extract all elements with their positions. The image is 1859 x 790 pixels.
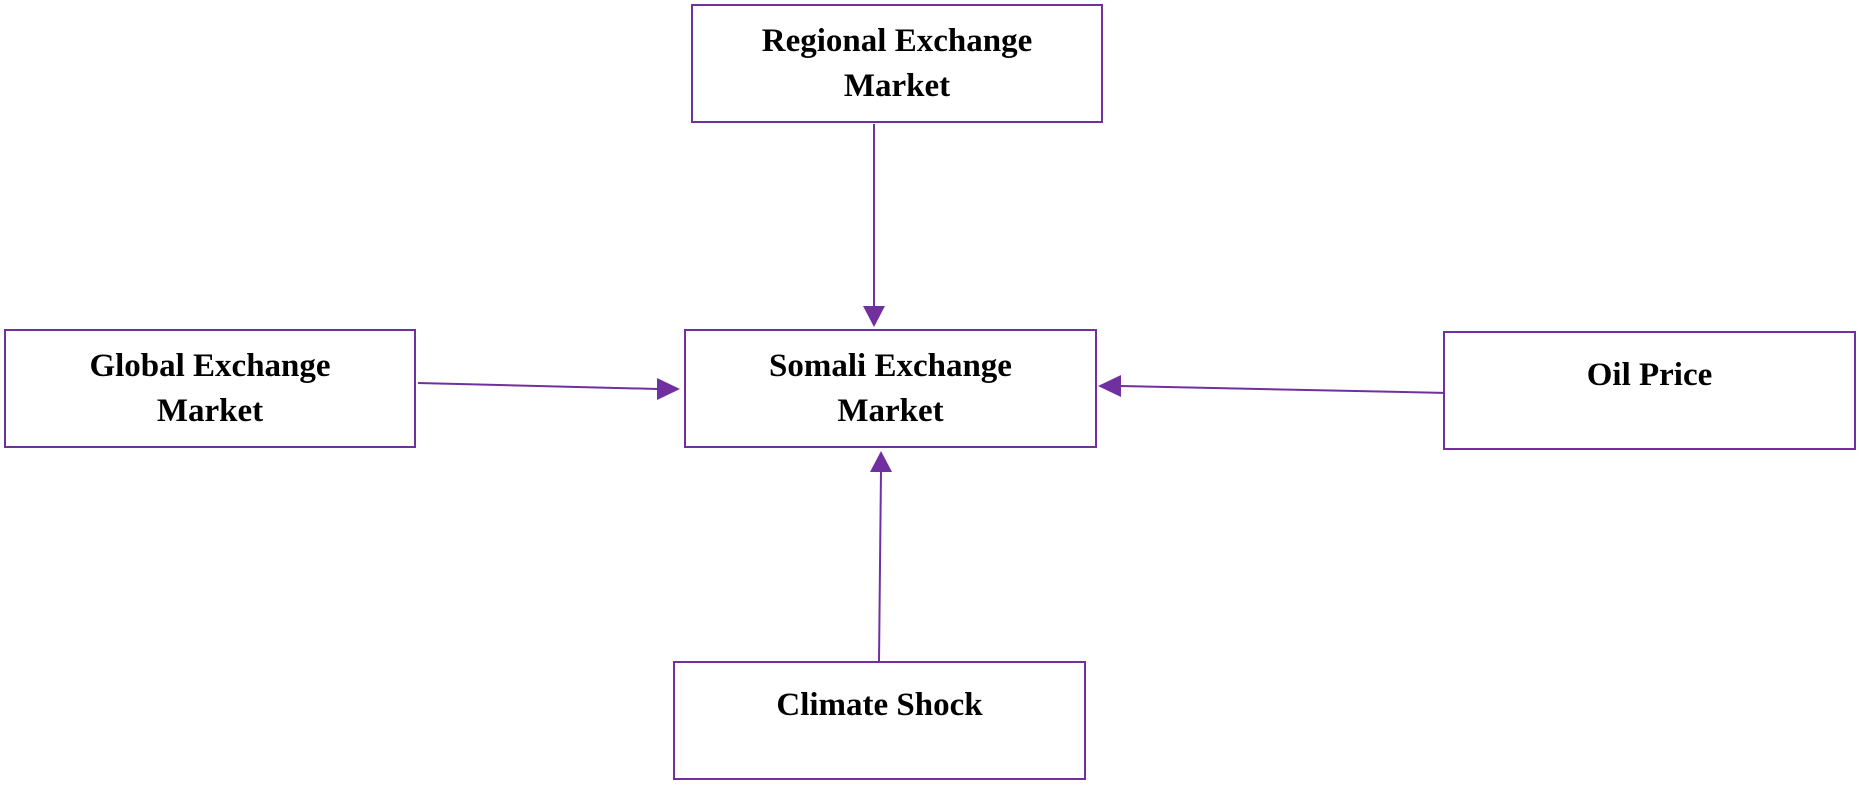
node-label: Regional Exchange Market	[761, 22, 1033, 104]
arrow-climate-to-somali	[878, 469, 882, 663]
arrowhead-regional	[863, 306, 885, 327]
node-label: Global Exchange Market	[89, 347, 331, 429]
arrowhead-global	[657, 378, 680, 400]
node-label: Somali Exchange Market	[769, 347, 1012, 429]
node-oil-price: Oil Price	[1443, 331, 1856, 450]
arrow-global-to-somali	[417, 382, 659, 390]
node-label: Oil Price	[1586, 357, 1713, 393]
node-somali-exchange-market: Somali Exchange Market	[684, 329, 1097, 448]
arrowhead-climate	[870, 451, 892, 472]
arrow-oil-to-somali	[1119, 385, 1449, 394]
node-global-exchange-market: Global Exchange Market	[4, 329, 416, 448]
node-regional-exchange-market: Regional Exchange Market	[691, 4, 1103, 123]
node-label: Climate Shock	[776, 687, 983, 723]
node-climate-shock: Climate Shock	[673, 661, 1086, 780]
arrowhead-oil	[1098, 375, 1121, 397]
